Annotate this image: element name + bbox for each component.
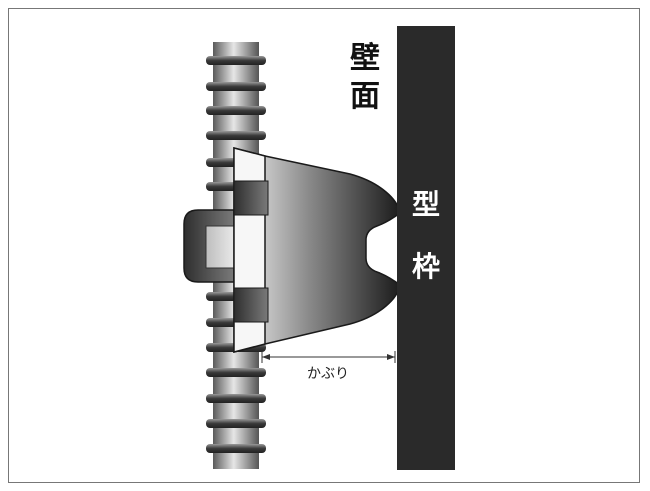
cover-label: かぶり — [307, 366, 349, 382]
rebar-rib — [206, 131, 266, 140]
cover-dimension: かぶり — [261, 351, 396, 382]
wall-face-label-top: 壁 — [350, 41, 380, 76]
cover-arrow-right — [387, 354, 395, 360]
rebar-rib — [206, 444, 266, 453]
formwork-label-bottom: 枠 — [412, 250, 440, 283]
spacer-clip — [183, 209, 235, 283]
rebar-rib — [206, 419, 266, 428]
spacer-clip-inner — [205, 225, 235, 269]
rebar-rib — [206, 368, 266, 377]
rebar — [206, 42, 266, 469]
spacer-jaw-upper — [233, 180, 269, 216]
spacer-body — [233, 147, 401, 353]
rebar-rib — [206, 394, 266, 403]
formwork-label-top: 型 — [412, 188, 440, 221]
cover-arrow-left — [262, 354, 270, 360]
wall-face-label-bottom: 面 — [350, 79, 380, 114]
formwork-board — [397, 26, 455, 470]
rebar-rib — [206, 82, 266, 91]
rebar-rib — [206, 56, 266, 65]
spacer-block — [233, 147, 401, 353]
spacer-jaw-lower — [233, 287, 269, 323]
rebar-rib — [206, 106, 266, 115]
